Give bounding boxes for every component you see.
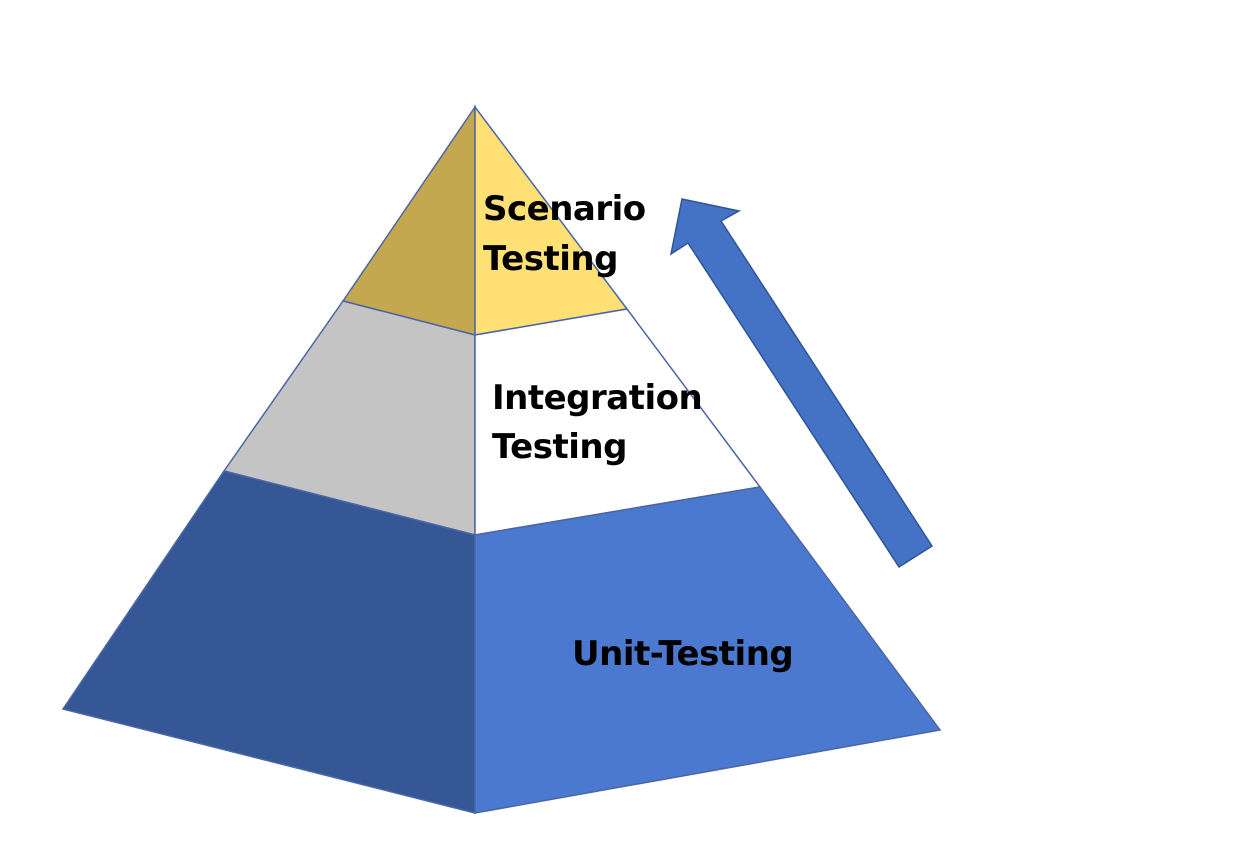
scenario-label: Scenario Testing	[483, 189, 657, 279]
unit-label-line-1: Unit-Testing	[572, 634, 793, 674]
integration-label-line-1: Integration	[492, 378, 702, 418]
unit-testing-label: Unit-Testing	[572, 634, 793, 674]
unit-right-face	[474, 486, 942, 814]
integration-label-line-2: Testing	[492, 427, 627, 467]
unit-left-face	[61, 470, 476, 814]
pyramid-level-integration	[222, 300, 762, 536]
pyramid-level-unit	[61, 470, 942, 814]
scenario-label-line-1: Scenario	[483, 189, 646, 229]
scenario-label-line-2: Testing	[483, 239, 618, 279]
up-arrow-icon	[669, 198, 934, 569]
scenario-left-face	[341, 104, 476, 336]
integration-label: Integration Testing	[492, 378, 714, 467]
pyramid-level-scenario	[341, 104, 629, 336]
